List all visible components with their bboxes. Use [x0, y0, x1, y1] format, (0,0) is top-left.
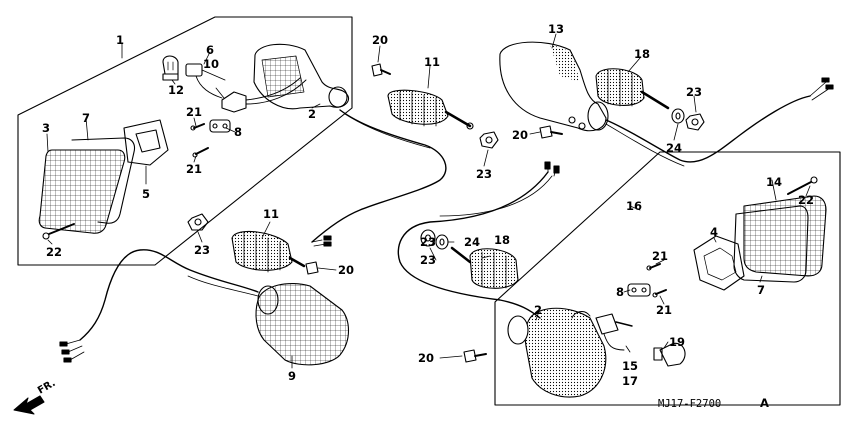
bolt-20-lower-left [305, 261, 319, 275]
revision-mark: A [760, 396, 769, 410]
callout-22-right: 22 [798, 193, 814, 207]
gasket-7-right [733, 205, 809, 283]
part-code: MJ17-F2700 [658, 398, 721, 410]
mounting-stay-18-lower [450, 246, 519, 289]
callout-2-left: 2 [308, 107, 316, 121]
nut-23-upper [479, 131, 499, 149]
callout-23-lower-left: 23 [194, 243, 210, 257]
callout-labels: 1 2 3 7 5 6 10 12 21 8 21 22 20 11 23 11… [36, 22, 814, 410]
callout-23-washer: 23 [420, 235, 436, 249]
plate-8-left [209, 119, 231, 133]
mounting-stay-11-upper [387, 89, 474, 130]
socket-15 [571, 311, 633, 351]
callout-23-upper-right: 23 [686, 85, 702, 99]
rear-left-turn-signal [221, 43, 447, 247]
screws-21-left [190, 123, 209, 158]
callout-7-left: 7 [82, 111, 90, 125]
callout-8-left: 8 [234, 125, 242, 139]
screw-22-left [42, 223, 75, 240]
screw-22-right [787, 176, 818, 195]
callout-24-upper: 24 [666, 141, 682, 155]
bulb-12 [162, 55, 179, 81]
socket-10 [185, 63, 226, 99]
washer-24-lower [435, 234, 449, 250]
front-direction-arrow [13, 395, 45, 415]
callout-20-lower-right: 20 [418, 351, 434, 365]
bulb-19 [653, 342, 686, 367]
leader-lines [46, 33, 811, 369]
mounting-stay-18-upper [595, 68, 670, 110]
front-right-turn-signal [507, 307, 607, 398]
direction-label: FR. [36, 378, 58, 397]
washer-24-upper [671, 108, 685, 124]
callout-10: 10 [203, 57, 219, 71]
callout-18-lower: 18 [494, 233, 510, 247]
callout-15: 15 [622, 359, 638, 373]
callout-20-lower-left: 20 [338, 263, 354, 277]
bracket-4 [693, 235, 745, 291]
callout-7-right: 7 [757, 283, 765, 297]
callout-20-upper-left: 20 [372, 33, 388, 47]
callout-5: 5 [142, 187, 150, 201]
callout-18-upper: 18 [634, 47, 650, 61]
callout-21-lower-left: 21 [186, 162, 202, 176]
callout-2-right: 2 [534, 303, 542, 317]
lens-3 [38, 149, 126, 234]
callout-13: 13 [548, 22, 564, 36]
bolt-20-upper-right [539, 125, 563, 139]
left-assembly-outline [17, 16, 353, 266]
callout-17: 17 [622, 374, 638, 388]
callout-16: 16 [626, 199, 642, 213]
callout-19: 19 [669, 335, 685, 349]
bracket-5 [123, 119, 169, 166]
screws-21-right [646, 263, 667, 298]
callout-14: 14 [766, 175, 782, 189]
nut-23-upper-right [685, 113, 705, 131]
callout-23-upper: 23 [476, 167, 492, 181]
callout-21-lower-right: 21 [656, 303, 672, 317]
rear-right-turn-signal [499, 41, 834, 167]
front-right-harness [397, 161, 560, 319]
bolt-20-upper-left [371, 63, 391, 77]
callout-11-upper: 11 [424, 55, 440, 69]
callout-20-upper-right: 20 [512, 128, 528, 142]
bolt-20-lower-right [463, 349, 487, 363]
callout-12: 12 [168, 83, 184, 97]
lens-14 [743, 195, 827, 277]
callout-1: 1 [116, 33, 124, 47]
right-assembly-outline [494, 151, 841, 406]
callout-11-lower: 11 [263, 207, 279, 221]
callout-21-upper-right: 21 [652, 249, 668, 263]
nut-23-lower-left [187, 213, 209, 231]
callout-9: 9 [288, 369, 296, 383]
callout-8-right: 8 [616, 285, 624, 299]
washer-23-lower [420, 229, 436, 247]
callout-21-upper-left: 21 [186, 105, 202, 119]
callout-24-lower: 24 [464, 235, 480, 249]
callout-4: 4 [710, 225, 718, 239]
mounting-stay-11-lower [231, 231, 306, 273]
plate-8-right [627, 283, 651, 297]
callout-6: 6 [206, 43, 214, 57]
gasket-7 [71, 137, 136, 224]
callout-22-left: 22 [46, 245, 62, 259]
callout-23-lower-right: 23 [420, 253, 436, 267]
callout-3: 3 [42, 121, 50, 135]
front-left-turn-signal [59, 249, 350, 366]
